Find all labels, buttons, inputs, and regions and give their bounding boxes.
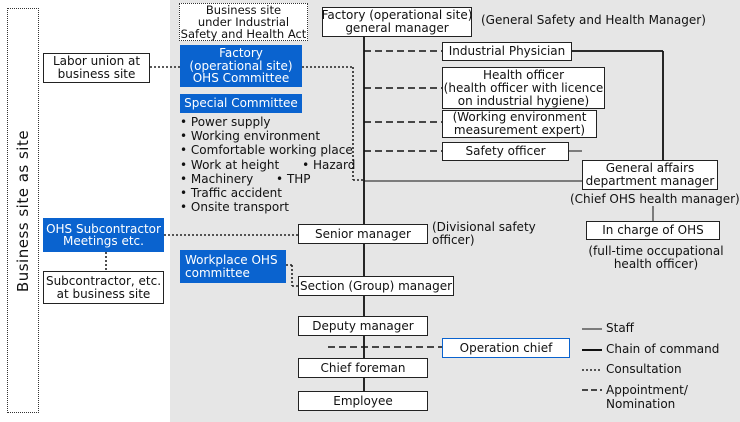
safety-officer-box: Safety officer: [442, 142, 569, 161]
industrial-physician-box: Industrial Physician: [442, 42, 572, 61]
chief-ohs-label: (Chief OHS health manager): [570, 192, 740, 206]
list-item-text: Power supply: [190, 115, 271, 129]
senior-manager-text: Senior manager: [315, 226, 411, 241]
list-item-text: Working environment: [190, 129, 321, 144]
health-officer-box: Health officer (health officer with lice…: [442, 67, 605, 109]
list-item-text: Onsite transport: [190, 200, 289, 215]
workplace-committee-box: Workplace OHS committee: [180, 250, 286, 283]
list-item: • Onsite transport: [180, 200, 289, 215]
employee-box: Employee: [298, 391, 428, 411]
labor-union-box: Labor union at business site: [43, 53, 150, 83]
special-committee-text: Special Committee: [184, 96, 298, 111]
list-item-text: Comfortable working place: [190, 143, 353, 158]
list-item: • Work at height • Hazard: [180, 157, 356, 172]
deputy-manager-text: Deputy manager: [312, 318, 414, 333]
labor-union-text: Labor union at business site: [52, 54, 141, 81]
general-safety-manager-label: (General Safety and Health Manager): [481, 13, 706, 27]
industrial-physician-text: Industrial Physician: [448, 44, 566, 58]
subcontractor-site-box: Subcontractor, etc. at business site: [43, 271, 164, 304]
special-committee-box: Special Committee: [180, 94, 302, 113]
factory-manager-text: Factory (operational site) general manag…: [321, 8, 473, 35]
operation-chief-text: Operation chief: [459, 340, 553, 355]
list-item-text: Work at height • Hazard: [190, 157, 356, 172]
chief-foreman-box: Chief foreman: [298, 358, 428, 378]
safety-officer-text: Safety officer: [465, 144, 546, 158]
operation-chief-box: Operation chief: [442, 338, 570, 358]
section-manager-box: Section (Group) manager: [298, 276, 454, 296]
legend-appointment: Appointment/ Nomination: [606, 383, 688, 411]
list-item-text: Traffic accident: [190, 186, 282, 201]
in-charge-ohs-text: In charge of OHS: [602, 223, 704, 237]
list-item: • Power supply: [180, 115, 271, 129]
legend-consultation: Consultation: [606, 362, 682, 376]
legend-chain-of-command: Chain of command: [606, 342, 720, 356]
list-item-text: Machinery • THP: [190, 171, 311, 186]
deputy-manager-box: Deputy manager: [298, 316, 428, 336]
in-charge-ohs-box: In charge of OHS: [586, 221, 720, 240]
industrial-safety-act-box: Business site under Industrial Safety an…: [179, 3, 308, 41]
chief-foreman-text: Chief foreman: [320, 360, 406, 375]
factory-manager-box: Factory (operational site) general manag…: [322, 7, 472, 37]
workplace-committee-text: Workplace OHS committee: [185, 253, 278, 280]
work-env-expert-box: (Working environment measurement expert): [442, 110, 597, 138]
general-affairs-box: General affairs department manager: [582, 160, 718, 190]
subcontractor-meetings-text: OHS Subcontractor Meetings etc.: [46, 221, 161, 248]
special-committee-list: • Power supply • Working environment • C…: [180, 115, 355, 214]
list-item: • Machinery • THP: [180, 171, 311, 186]
divisional-safety-label: (Divisional safety officer): [432, 220, 536, 247]
ohs-committee-box: Factory (operational site) OHS Committee: [180, 45, 302, 87]
general-affairs-text: General affairs department manager: [585, 161, 715, 188]
work-env-expert-text: (Working environment measurement expert): [452, 110, 587, 137]
employee-text: Employee: [333, 393, 393, 408]
list-item: • Traffic accident: [180, 186, 282, 201]
senior-manager-box: Senior manager: [298, 224, 428, 244]
health-officer-text: Health officer (health officer with lice…: [443, 67, 604, 108]
section-manager-text: Section (Group) manager: [299, 278, 453, 293]
business-site-frame: Business site as site: [7, 8, 39, 413]
list-item: • Working environment: [180, 129, 321, 144]
legend-staff: Staff: [606, 321, 634, 335]
list-item: • Comfortable working place: [180, 143, 353, 158]
fulltime-ohs-label: (full-time occupational health officer): [588, 244, 724, 271]
ohs-committee-text: Factory (operational site) OHS Committee: [189, 46, 293, 86]
subcontractor-meetings-box: OHS Subcontractor Meetings etc.: [43, 218, 164, 252]
industrial-safety-act-text: Business site under Industrial Safety an…: [180, 3, 307, 41]
subcontractor-site-text: Subcontractor, etc. at business site: [45, 273, 162, 301]
